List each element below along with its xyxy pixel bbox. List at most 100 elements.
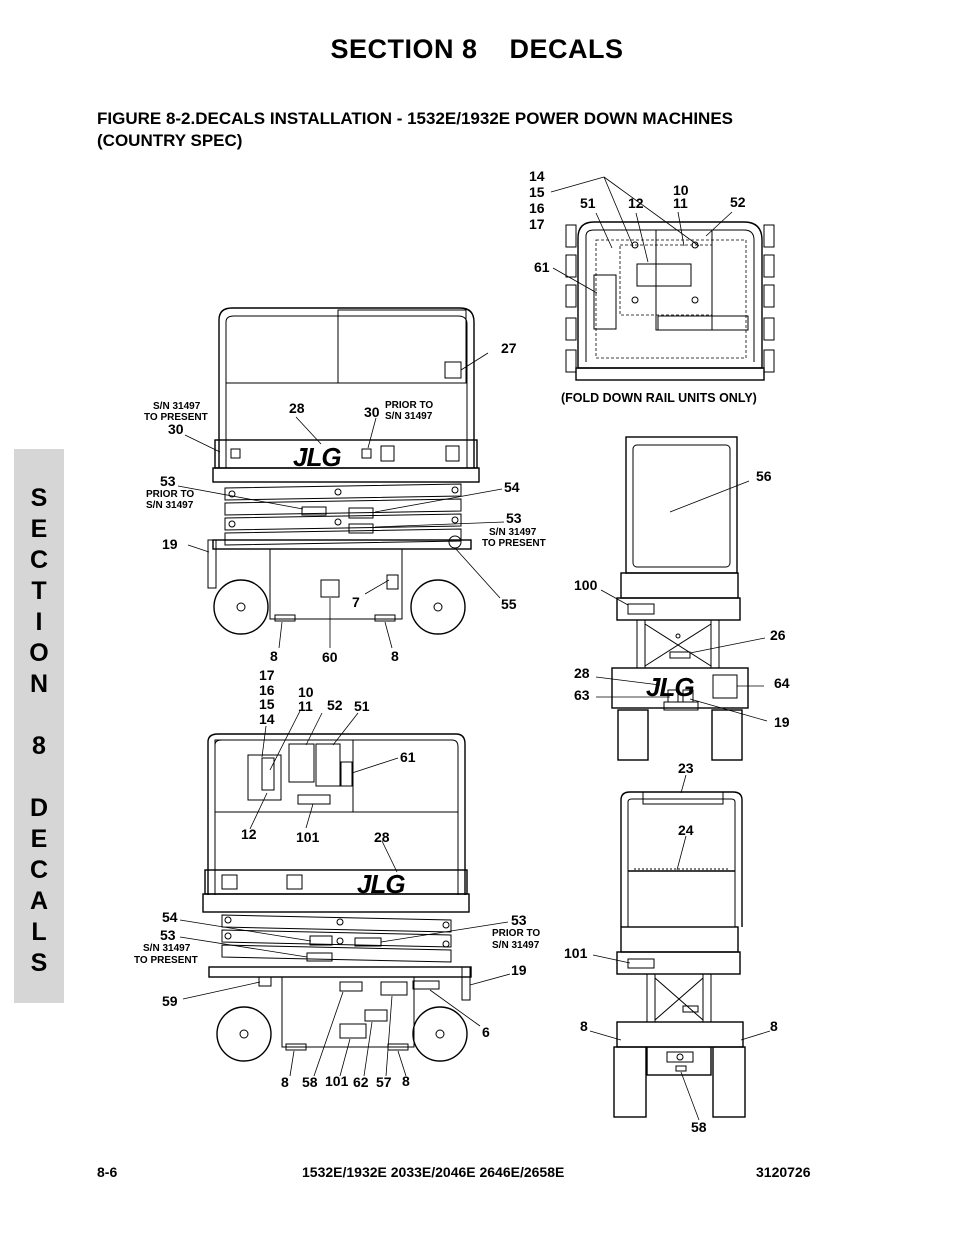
side-view-2: JLG bbox=[179, 710, 511, 1077]
sn-note: S/N 31497 bbox=[143, 943, 191, 954]
callout-10: 10 bbox=[298, 684, 314, 700]
to-present-note: TO PRESENT bbox=[482, 538, 546, 549]
callout-61: 61 bbox=[400, 749, 416, 765]
rear-view-callouts: 23 24 101 8 8 58 bbox=[564, 760, 778, 1135]
to-present-note: TO PRESENT bbox=[134, 955, 198, 966]
callout-52: 52 bbox=[730, 194, 746, 210]
callout-28: 28 bbox=[574, 665, 590, 681]
callout-55: 55 bbox=[501, 596, 517, 612]
side-tab-letter: 8 bbox=[32, 732, 46, 760]
sn-note: S/N 31497 bbox=[492, 940, 540, 951]
callout-16: 16 bbox=[259, 682, 275, 698]
callout-30: 30 bbox=[364, 404, 380, 420]
callout-10: 10 bbox=[673, 182, 689, 198]
front-view: JLG bbox=[595, 436, 768, 761]
side-view-1-callouts: 27 28 30 30 S/N 31497 TO PRESENT PRIOR T… bbox=[144, 340, 546, 665]
callout-17: 17 bbox=[529, 216, 545, 232]
figure-title: FIGURE 8-2.DECALS INSTALLATION - 1532E/1… bbox=[97, 109, 734, 150]
callout-54: 54 bbox=[162, 909, 178, 925]
callout-56: 56 bbox=[756, 468, 772, 484]
jlg-logo: JLG bbox=[293, 442, 341, 472]
sn-note: S/N 31497 bbox=[146, 500, 194, 511]
callout-58: 58 bbox=[691, 1119, 707, 1135]
sn-note: S/N 31497 bbox=[153, 401, 201, 412]
callout-23: 23 bbox=[678, 760, 694, 776]
side-tab-letter: C bbox=[29, 546, 49, 574]
platform-top-view bbox=[550, 176, 775, 381]
callout-61: 61 bbox=[534, 259, 550, 275]
callout-17: 17 bbox=[259, 667, 275, 683]
callout-63: 63 bbox=[574, 687, 590, 703]
side-view-1: JLG bbox=[177, 307, 505, 649]
prior-to-note: PRIOR TO bbox=[146, 489, 194, 500]
callout-6: 6 bbox=[482, 1024, 490, 1040]
callout-8: 8 bbox=[580, 1018, 588, 1034]
callout-100: 100 bbox=[574, 577, 598, 593]
side-tab-letter: C bbox=[29, 856, 49, 884]
callout-60: 60 bbox=[322, 649, 338, 665]
callout-7: 7 bbox=[352, 594, 360, 610]
callout-62: 62 bbox=[353, 1074, 369, 1090]
callout-58: 58 bbox=[302, 1074, 318, 1090]
side-view-2-callouts: 17 16 15 14 10 11 52 51 61 12 101 28 54 … bbox=[134, 667, 540, 1090]
side-tab-letter: S bbox=[30, 484, 48, 512]
callout-14: 14 bbox=[529, 168, 545, 184]
callout-27: 27 bbox=[501, 340, 517, 356]
side-tab-letter: D bbox=[29, 794, 49, 822]
side-tab-letter: L bbox=[31, 918, 47, 946]
callout-12: 12 bbox=[628, 195, 644, 211]
callout-15: 15 bbox=[259, 696, 275, 712]
callout-53: 53 bbox=[160, 927, 176, 943]
side-tab-letter: S bbox=[30, 949, 48, 977]
footer-models: 1532E/1932E 2033E/2046E 2646E/2658E bbox=[302, 1164, 565, 1180]
callout-28: 28 bbox=[289, 400, 305, 416]
side-tab-letter: O bbox=[29, 639, 49, 667]
footer-page-number: 8-6 bbox=[97, 1164, 118, 1180]
callout-51: 51 bbox=[580, 195, 596, 211]
rear-view bbox=[589, 774, 771, 1121]
callout-53: 53 bbox=[160, 473, 176, 489]
side-tab-letter: T bbox=[31, 577, 47, 605]
callout-101: 101 bbox=[325, 1073, 349, 1089]
callout-14: 14 bbox=[259, 711, 275, 727]
callout-26: 26 bbox=[770, 627, 786, 643]
callout-53: 53 bbox=[506, 510, 522, 526]
side-tab-letter: N bbox=[29, 670, 49, 698]
callout-101: 101 bbox=[296, 829, 320, 845]
callout-24: 24 bbox=[678, 822, 694, 838]
side-tab-letter: E bbox=[30, 825, 48, 853]
callout-57: 57 bbox=[376, 1074, 392, 1090]
callout-64: 64 bbox=[774, 675, 790, 691]
callout-15: 15 bbox=[529, 184, 545, 200]
callout-8: 8 bbox=[270, 648, 278, 664]
prior-to-note: PRIOR TO bbox=[385, 400, 433, 411]
footer-doc-number: 3120726 bbox=[756, 1164, 811, 1180]
callout-19: 19 bbox=[162, 536, 178, 552]
callout-11: 11 bbox=[298, 698, 313, 714]
section-title: SECTION 8 DECALS bbox=[330, 34, 624, 64]
callout-52: 52 bbox=[327, 697, 343, 713]
side-tab-letter: E bbox=[30, 515, 48, 543]
callout-53: 53 bbox=[511, 912, 527, 928]
side-tab-letter: A bbox=[29, 887, 49, 915]
callout-59: 59 bbox=[162, 993, 178, 1009]
callout-8: 8 bbox=[402, 1073, 410, 1089]
fold-down-note: (FOLD DOWN RAIL UNITS ONLY) bbox=[561, 391, 757, 405]
sn-note: S/N 31497 bbox=[489, 527, 537, 538]
callout-28: 28 bbox=[374, 829, 390, 845]
callout-51: 51 bbox=[354, 698, 370, 714]
section-side-tab[interactable]: S E C T I O N 8 D E C A L S bbox=[14, 449, 64, 1003]
callout-8: 8 bbox=[770, 1018, 778, 1034]
callout-19: 19 bbox=[511, 962, 527, 978]
to-present-note: TO PRESENT bbox=[144, 412, 208, 423]
callout-8: 8 bbox=[391, 648, 399, 664]
prior-to-note: PRIOR TO bbox=[492, 928, 540, 939]
callout-16: 16 bbox=[529, 200, 545, 216]
callout-30: 30 bbox=[168, 421, 184, 437]
callout-19: 19 bbox=[774, 714, 790, 730]
callout-54: 54 bbox=[504, 479, 520, 495]
sn-note: S/N 31497 bbox=[385, 411, 433, 422]
front-view-callouts: 56 100 26 28 64 63 19 bbox=[574, 468, 790, 730]
top-view-callouts: 14 15 16 17 51 12 10 11 52 61 (FOLD DOWN… bbox=[529, 168, 757, 405]
